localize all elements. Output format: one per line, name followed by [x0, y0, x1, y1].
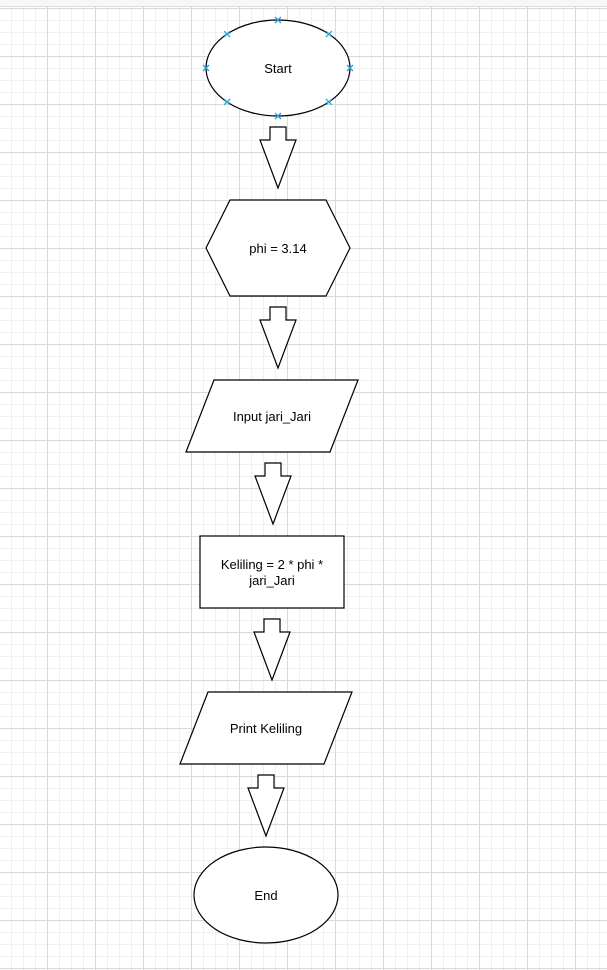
start-label-line: Start — [264, 61, 292, 76]
node-print-result[interactable]: Print Keliling — [179, 691, 353, 765]
node-end[interactable]: End — [193, 846, 339, 944]
node-input-radius[interactable]: Input jari_Jari — [185, 379, 359, 453]
arrow-print-result-to-end[interactable] — [247, 774, 285, 838]
print-result-label-line: Print Keliling — [230, 721, 302, 736]
input-radius-shape[interactable] — [185, 379, 359, 453]
init-phi-label-line: phi = 3.14 — [249, 241, 306, 256]
connection-point-handle[interactable] — [325, 98, 333, 106]
selection-handles — [202, 16, 354, 120]
init-phi-shape[interactable] — [205, 199, 351, 297]
input-radius-label-line: Input jari_Jari — [233, 409, 311, 424]
compute-shape[interactable] — [199, 535, 345, 609]
connection-point-handle[interactable] — [223, 98, 231, 106]
connection-point-handle[interactable] — [274, 112, 282, 120]
compute-label-line: Keliling = 2 * phi * — [221, 557, 323, 572]
connection-point-handle[interactable] — [223, 30, 231, 38]
connection-point-handle[interactable] — [202, 64, 210, 72]
arrow-init-phi-to-input-radius[interactable] — [259, 306, 297, 370]
connection-point-handle[interactable] — [346, 64, 354, 72]
canvas-top-border — [0, 0, 607, 7]
end-label-line: End — [254, 888, 277, 903]
arrow-input-radius-to-compute[interactable] — [254, 462, 292, 526]
connection-point-handle[interactable] — [274, 16, 282, 24]
flowchart-edges — [247, 126, 297, 838]
arrow-compute-to-print-result[interactable] — [253, 618, 291, 682]
connection-point-handle[interactable] — [325, 30, 333, 38]
print-result-shape[interactable] — [179, 691, 353, 765]
node-compute[interactable]: Keliling = 2 * phi *jari_Jari — [199, 535, 345, 609]
node-init-phi[interactable]: phi = 3.14 — [205, 199, 351, 297]
compute-label-line: jari_Jari — [248, 573, 295, 588]
arrow-start-to-init-phi[interactable] — [259, 126, 297, 190]
end-shape[interactable] — [193, 846, 339, 944]
